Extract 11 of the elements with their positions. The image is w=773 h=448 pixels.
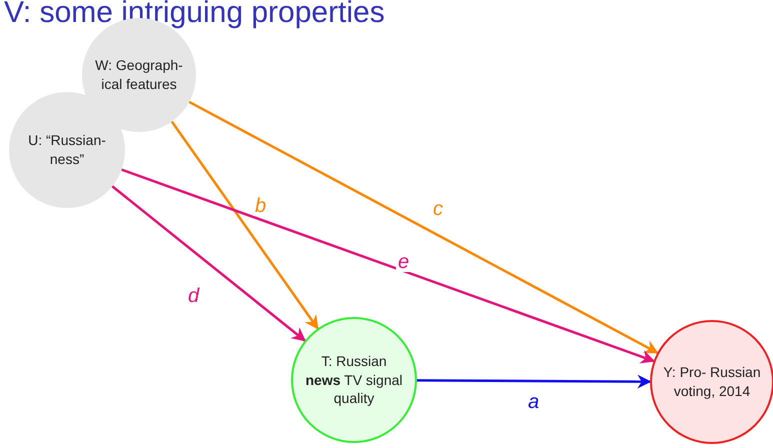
arrow — [121, 168, 655, 364]
slide-title: V: some intriguing properties — [4, 0, 385, 30]
node-label: W: Geograph- ical features — [94, 56, 184, 94]
arrow — [417, 374, 652, 389]
node-label: U: “Russian- ness” — [27, 131, 107, 169]
arrow — [170, 120, 319, 330]
node-label: T: Russian news TV signal quality — [304, 352, 404, 408]
edge-label: b — [253, 196, 268, 216]
node-label: Y: Pro- Russian voting, 2014 — [662, 363, 762, 401]
arrow — [188, 100, 659, 354]
arrow — [111, 185, 306, 342]
